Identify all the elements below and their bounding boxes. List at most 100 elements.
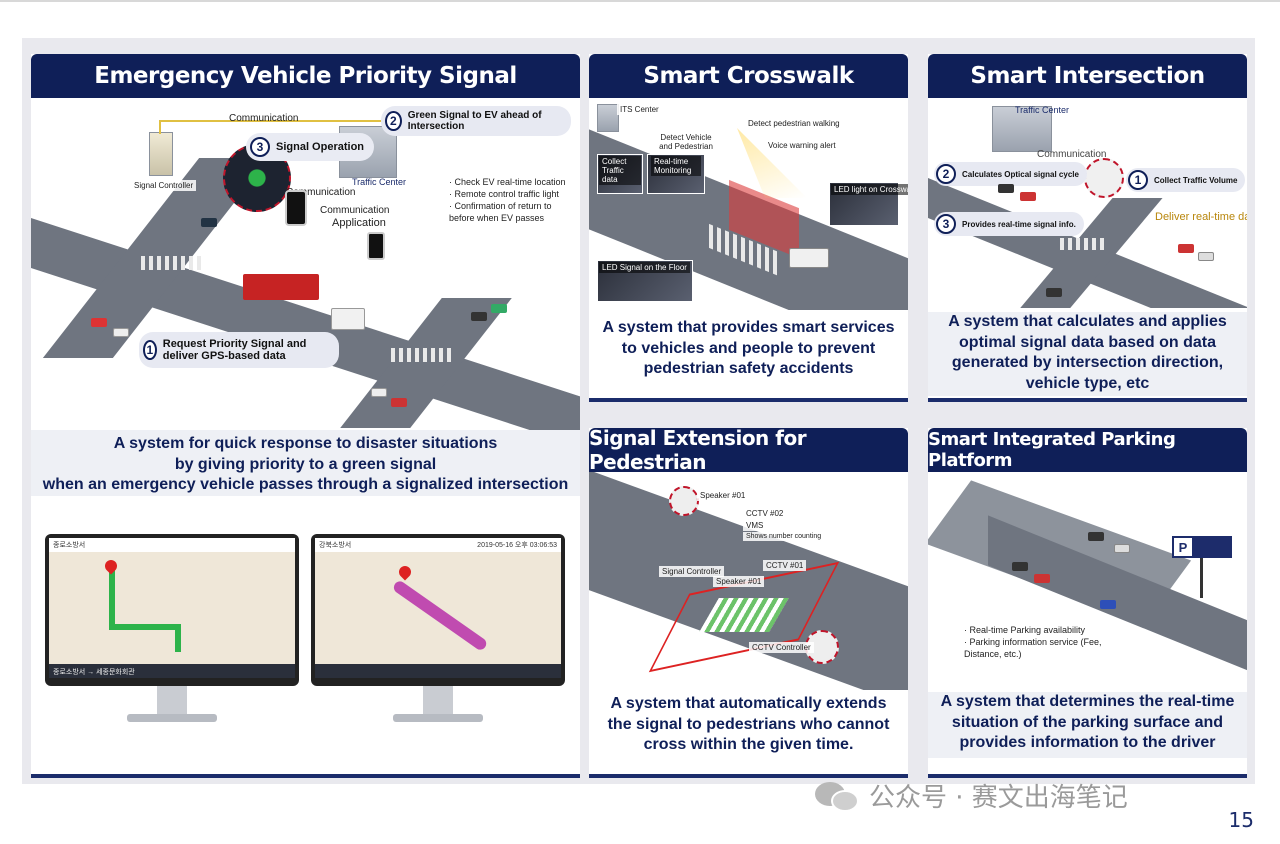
speaker1b-label: Speaker #01: [713, 576, 765, 587]
map-view: 종로소방서 종로소방서 → 세종문화회관: [49, 538, 295, 678]
monitor-stand: [157, 686, 187, 716]
extension-description: A system that automatically extends the …: [589, 694, 908, 760]
step1-pill: 1 Collect Traffic Volume: [1126, 168, 1246, 192]
step-number: 2: [936, 164, 956, 184]
parking-description: A system that determines the real-time s…: [928, 692, 1247, 758]
panel-smart-parking: Smart Integrated Parking Platform P · Re…: [928, 428, 1247, 778]
parking-illustration: P · Real-time Parking availability · Par…: [928, 472, 1247, 684]
step2-label: Calculates Optical signal cycle: [962, 169, 1079, 179]
list-item: · Confirmation of return to before when …: [449, 201, 552, 223]
car: [1020, 192, 1036, 201]
car: [371, 388, 387, 397]
map-header: 종로소방서: [49, 538, 295, 552]
crosswalk: [1060, 238, 1108, 250]
communication-label-top: Communication: [229, 113, 299, 124]
car: [1034, 574, 1050, 583]
car: [1046, 288, 1062, 297]
step1-pill: 1 Request Priority Signal and deliver GP…: [139, 332, 339, 368]
speaker-highlight: [669, 486, 699, 516]
realtime-monitoring-label: Real-time Monitoring: [651, 156, 701, 176]
step1-label: Request Priority Signal and deliver GPS-…: [162, 338, 307, 362]
signal-controller-label: Signal Controller: [131, 180, 197, 191]
panel-footer-bar: [31, 774, 580, 778]
route-bar: 종로소방서 → 세종문화회관: [49, 664, 295, 678]
panel-smart-crosswalk: Smart Crosswalk ITS Center Detect pedest…: [589, 54, 908, 402]
description-line: situation of the parking surface and: [951, 713, 1224, 731]
step-number: 3: [250, 137, 270, 157]
top-divider: [0, 0, 1280, 2]
location-pin-icon: [396, 563, 414, 581]
map-header: 강북소방서 2019-05-16 오후 03:06:53: [315, 538, 561, 552]
car: [998, 184, 1014, 193]
step3-label: Signal Operation: [276, 141, 365, 153]
sensor-highlight: [1084, 158, 1124, 198]
description-line: when an emergency vehicle passes through…: [42, 476, 569, 493]
car: [471, 312, 487, 321]
monitor-base: [127, 714, 217, 722]
panel-emergency-vehicle: Emergency Vehicle Priority Signal Signal…: [31, 54, 580, 778]
communication-label-low: Communication: [320, 205, 390, 216]
route-line: [391, 579, 489, 653]
phone-icon: [285, 190, 307, 226]
crosswalk-illustration: ITS Center Detect pedestrian walking Det…: [589, 98, 908, 310]
description-line: pedestrian safety accidents: [643, 360, 854, 377]
deliver-data-label: Deliver real-time data: [1155, 211, 1247, 223]
description-line: A system that determines the real-time: [940, 693, 1235, 710]
panel-title: Smart Crosswalk: [589, 54, 908, 98]
watermark-text: 公众号 · 赛文出海笔记: [869, 783, 1128, 813]
parking-sign-pole: [1200, 558, 1203, 598]
description-line: by giving priority to a green signal: [174, 455, 437, 473]
car: [1114, 544, 1130, 553]
parking-sign-icon: P: [1174, 538, 1192, 556]
crosswalk: [391, 348, 451, 362]
step-number: 1: [1128, 170, 1148, 190]
monitor-stand: [423, 686, 453, 716]
car: [1012, 562, 1028, 571]
ev-feature-list: · Check EV real-time location · Remote c…: [449, 176, 579, 224]
traffic-center-label: Traffic Center: [352, 177, 407, 187]
panel-smart-intersection: Smart Intersection Traffic Center Commun…: [928, 54, 1247, 402]
step3-label: Provides real-time signal info.: [962, 219, 1076, 229]
traffic-center-building: [992, 106, 1052, 152]
communication-label-mid: Communication: [286, 187, 356, 198]
description-line: the signal to pedestrians who cannot: [607, 715, 890, 733]
ev-intersection-illustration: Signal Controller Communication Traffic …: [31, 98, 580, 430]
car: [1178, 244, 1194, 253]
its-center-building: [597, 104, 619, 132]
crosswalk-description: A system that provides smart services to…: [589, 318, 908, 384]
detect-walking-label: Detect pedestrian walking: [745, 118, 843, 129]
location-pin-icon: [102, 557, 120, 575]
description-line: A system that provides smart services: [602, 319, 895, 336]
voice-alert-label: Voice warning alert: [765, 140, 839, 151]
collect-traffic-label: Collect Traffic data: [599, 156, 641, 185]
car: [1198, 252, 1214, 261]
intersection-illustration: Traffic Center Communication 2 Calculate…: [928, 98, 1247, 308]
description-line: A system that calculates and applies: [948, 313, 1227, 330]
panel-title: Signal Extension for Pedestrian: [589, 426, 908, 474]
traffic-center-label: Traffic Center: [1015, 105, 1070, 115]
description-line: cross within the given time.: [643, 736, 854, 753]
panel-title: Smart Intersection: [928, 54, 1247, 98]
signal-controller-cabinet: [149, 132, 173, 176]
monitor-right: 강북소방서 2019-05-16 오후 03:06:53: [311, 534, 565, 734]
step-number: 1: [143, 340, 157, 360]
route-line: [109, 624, 179, 630]
step1-label: Collect Traffic Volume: [1154, 175, 1238, 185]
list-item: · Check EV real-time location: [449, 177, 566, 187]
monitor-base: [393, 714, 483, 722]
vms-sub-label: Shows number counting: [743, 532, 825, 541]
description-line: generated by intersection direction,: [951, 354, 1224, 371]
status-bar: [315, 664, 561, 678]
cctv-controller-label: CCTV Controller: [749, 642, 814, 653]
list-item: · Parking information service (Fee, Dist…: [964, 637, 1102, 659]
route-line: [109, 568, 115, 628]
detect-vehicle-label: Detect Vehicle and Pedestrian: [651, 132, 721, 152]
map-view: 강북소방서 2019-05-16 오후 03:06:53: [315, 538, 561, 678]
speaker1-label: Speaker #01: [697, 490, 749, 501]
intersection-description: A system that calculates and applies opt…: [928, 312, 1247, 396]
fire-truck: [243, 274, 319, 300]
list-item: · Remote control traffic light: [449, 189, 559, 199]
car: [113, 328, 129, 337]
description-line: optimal signal data based on data: [959, 333, 1216, 351]
